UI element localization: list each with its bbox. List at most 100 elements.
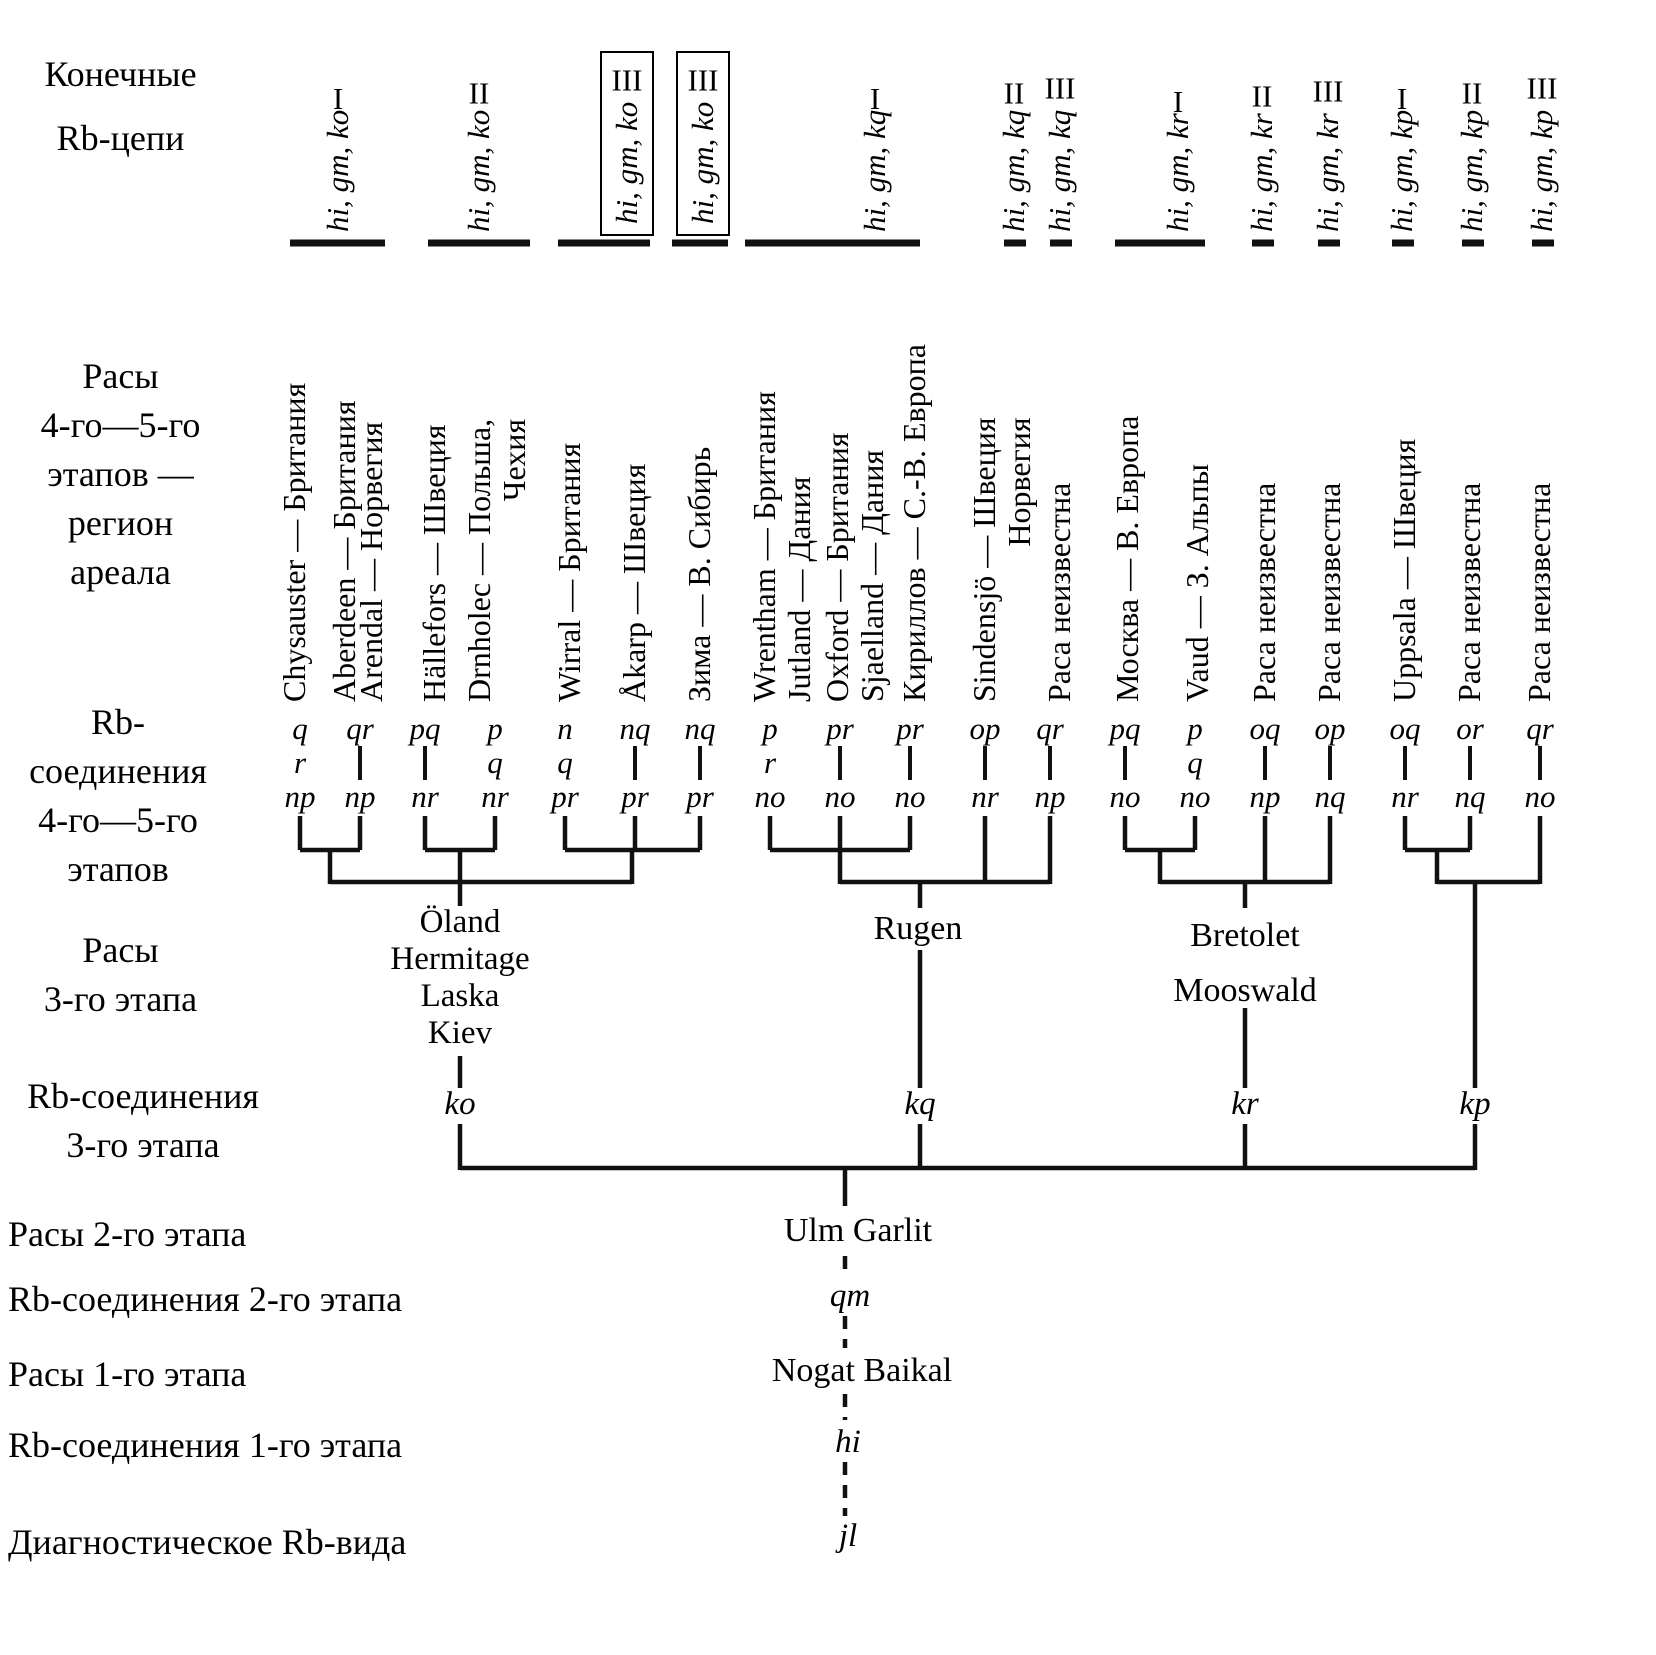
chain-genes: hi, gm, ko <box>609 101 644 224</box>
row-header-stage2-compounds: Rb-соединения 2-го этапа <box>8 1279 403 1319</box>
rb-gene-pair: no <box>1179 779 1211 814</box>
rb-gene-pair: oq <box>1389 711 1421 746</box>
stage3-compound-kq: kq <box>904 1086 936 1122</box>
rb-gene-pair: no <box>894 779 926 814</box>
stage45-compound-stack: op nr <box>940 712 1030 814</box>
stage3-race-group-oland: Öland Hermitage Laska Kiev <box>390 904 530 1051</box>
terminal-chain-label: hi, gm, kpII <box>1453 75 1491 232</box>
row-header-stage45-compounds: Rb- соединения 4-го—5-го этапов <box>29 702 207 889</box>
rb-gene-pair: pq <box>409 711 441 746</box>
compound-connector-line <box>1537 746 1543 780</box>
rb-gene-pair: p <box>1187 711 1203 746</box>
chain-genes: hi, gm, ko <box>320 109 355 232</box>
stage1-race-label: Nogat Baikal <box>771 1352 953 1389</box>
chain-numeral: I <box>1396 80 1408 116</box>
stage3-compound-kp: kp <box>1459 1086 1491 1122</box>
species-diagnostic-compound: jl <box>838 1518 858 1554</box>
terminal-chain-label: hi, gm, koII <box>460 75 498 232</box>
stage2-race-label: Ulm Garlit <box>783 1212 933 1249</box>
stage45-race-label: Раса неизвестна <box>1451 482 1487 702</box>
rb-gene-pair: nr <box>971 779 999 814</box>
rb-gene-pair: nr <box>411 779 439 814</box>
stage45-race-label: Раса неизвестна <box>1311 482 1347 702</box>
rb-gene-pair: no <box>754 779 786 814</box>
rb-gene-pair: pr <box>621 779 649 814</box>
row-header-stage3-races: Расы 3-го этапа <box>43 930 198 1019</box>
terminal-chain-label: hi, gm, kpIII <box>1523 70 1561 232</box>
rb-gene-pair: op <box>969 711 1001 746</box>
solid-tree-lines <box>297 816 1543 1206</box>
stage45-race-label: Раса неизвестна <box>1521 482 1557 702</box>
rb-gene-pair: nr <box>481 779 509 814</box>
stage45-race-label: Uppsala — Швеция <box>1386 438 1422 702</box>
chain-genes: hi, gm, kq <box>1042 109 1077 232</box>
chain-genes: hi, gm, kp <box>1524 109 1559 232</box>
stage45-race-label: Vaud — З. Альпы <box>1179 463 1215 702</box>
rb-gene-pair: nq <box>1454 779 1486 814</box>
rb-gene-pair: qr <box>346 711 374 746</box>
chain-numeral: II <box>1461 75 1483 111</box>
terminal-chain-label: hi, gm, koI <box>319 81 357 232</box>
rb-gene-pair: q <box>557 745 573 780</box>
chain-numeral: II <box>1003 75 1025 111</box>
terminal-chain-label: hi, gm, krI <box>1159 84 1197 232</box>
stage45-compound-stack: pq no <box>1080 712 1170 814</box>
stage3-compound-ko: ko <box>444 1086 476 1122</box>
stage45-race-label: Chysauster — Британия <box>276 382 312 702</box>
stage45-race-label: Drnholec — Польша, Чехия <box>461 418 532 702</box>
rb-gene-pair: q <box>487 745 503 780</box>
stage45-race-label: Wirral — Британия <box>551 442 587 702</box>
stage45-race-label: Sindensjö — Швеция Норвегия <box>966 417 1037 702</box>
chain-numeral: I <box>869 80 881 116</box>
rb-gene-pair: oq <box>1249 711 1281 746</box>
rb-gene-pair: q <box>292 711 308 746</box>
stage45-race-label: Wrentham — Британия <box>746 391 782 702</box>
compound-connector-line <box>357 746 363 780</box>
chain-genes: hi, gm, kr <box>1310 113 1345 232</box>
chain-numeral: I <box>332 80 344 116</box>
chain-genes: hi, gm, ko <box>461 109 496 232</box>
rb-gene-pair: p <box>762 711 778 746</box>
stage3-race-group-rugen: Rugen <box>873 910 963 947</box>
stage45-race-label: Jutland — Дания <box>781 476 817 702</box>
rb-gene-pair: np <box>344 779 376 814</box>
row-header-species-diagnostic: Диагностическое Rb-вида <box>8 1522 407 1562</box>
rb-gene-pair: np <box>1249 779 1281 814</box>
rb-gene-pair: no <box>1109 779 1141 814</box>
stage45-race-label: Oxford — Британия <box>819 432 855 702</box>
rb-gene-pair: pq <box>1109 711 1141 746</box>
chain-genes: hi, gm, kp <box>1454 109 1489 232</box>
stage45-race-label: Åkarp — Швеция <box>616 463 652 702</box>
stage3-compound-kr: kr <box>1231 1086 1259 1122</box>
compound-connector-line <box>1402 746 1408 780</box>
rb-gene-pair: pr <box>686 779 714 814</box>
row-header-terminal-chains: Конечные Rb-цепи <box>44 54 197 158</box>
compound-connector-line <box>697 746 703 780</box>
stage1-compound-label: hi <box>835 1424 861 1460</box>
row-header-stage3-compounds: Rb-соединения 3-го этапа <box>27 1076 259 1165</box>
chain-numeral: II <box>1251 78 1273 114</box>
rb-gene-pair: n <box>557 711 573 746</box>
chain-numeral: III <box>611 62 643 98</box>
chain-numeral: II <box>468 75 490 111</box>
rb-gene-pair: nq <box>619 711 651 746</box>
stage45-compound-stack: pq nr <box>380 712 470 814</box>
compound-connector-line <box>982 746 988 780</box>
stage45-race-label: Раса неизвестна <box>1041 482 1077 702</box>
terminal-chain-label: hi, gm, krII <box>1243 79 1281 232</box>
compound-connector-line <box>837 746 843 780</box>
stage45-race-label: Sjaelland — Дания <box>854 449 890 702</box>
chain-genes: hi, gm, kp <box>1384 109 1419 232</box>
